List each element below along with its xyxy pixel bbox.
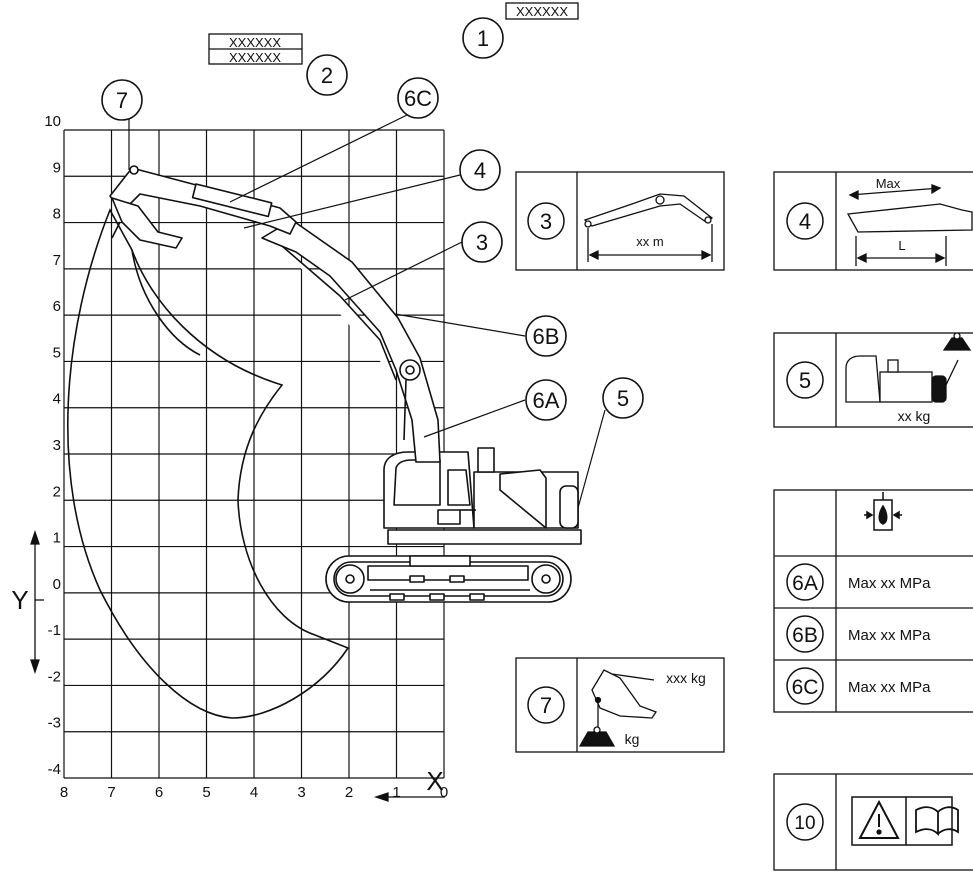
panel-6-pressure-table: 6A Max xx MPa 6B Max xx MPa 6C Max xx MP…: [773, 489, 973, 713]
svg-text:XXXXXX: XXXXXX: [229, 35, 281, 50]
svg-text:6C: 6C: [404, 86, 432, 111]
x-tick-label: 3: [297, 784, 305, 801]
svg-text:Max xx MPa: Max xx MPa: [848, 627, 931, 644]
leader-lines: [128, 114, 606, 509]
y-tick-label: 8: [53, 206, 61, 223]
pressure-row-6b: 6B Max xx MPa: [786, 615, 931, 653]
pressure-row-6c: 6C Max xx MPa: [786, 667, 931, 705]
y-tick-label: 5: [53, 344, 61, 361]
pressure-row-6a: 6A Max xx MPa: [786, 563, 931, 601]
svg-text:xx m: xx m: [636, 234, 663, 249]
panel-10-warning: 10: [773, 773, 973, 871]
boom: [261, 219, 441, 463]
y-tick-label: 6: [53, 298, 61, 315]
x-tick-label: 6: [155, 784, 163, 801]
y-axis-marker: [30, 529, 44, 675]
nameplate-1: XXXXXX: [505, 2, 579, 20]
bucket-load-icon: [578, 669, 657, 747]
svg-text:Max xx MPa: Max xx MPa: [848, 679, 931, 696]
svg-text:5: 5: [617, 386, 629, 411]
x-axis-label: X: [426, 766, 443, 796]
svg-text:XXXXXX: XXXXXX: [229, 50, 281, 65]
callout-3: 3: [461, 221, 503, 263]
svg-text:5: 5: [799, 368, 811, 393]
working-range-envelope: [67, 208, 350, 719]
y-tick-label: 10: [44, 113, 61, 130]
svg-text:6B: 6B: [533, 324, 560, 349]
y-tick-label: 2: [53, 483, 61, 500]
y-tick-label: 4: [53, 391, 61, 408]
y-tick-label: -3: [48, 715, 61, 732]
svg-text:3: 3: [476, 230, 488, 255]
callout-6c: 6C: [397, 77, 439, 119]
x-tick-label: 1: [392, 784, 400, 801]
y-tick-label: 1: [53, 530, 61, 547]
callout-6b: 6B: [525, 315, 567, 357]
x-tick-label: 7: [107, 784, 115, 801]
svg-text:6C: 6C: [792, 676, 819, 699]
manual-book-icon: [915, 806, 959, 837]
arm-icon: [846, 184, 973, 266]
reach-grid: [63, 129, 445, 779]
svg-text:6A: 6A: [792, 572, 818, 595]
svg-text:1: 1: [477, 26, 489, 51]
panel-4-arm-length: 4 Max L: [773, 171, 973, 271]
svg-text:Max: Max: [876, 176, 901, 191]
crawler-track: [325, 555, 572, 603]
panel-7-bucket-weight: 7 xxx kg kg: [515, 657, 725, 753]
svg-text:7: 7: [116, 88, 128, 113]
svg-text:kg: kg: [625, 731, 640, 747]
upper-structure: [383, 447, 582, 545]
panel-5-counterweight: 5 xx kg: [773, 332, 973, 428]
y-tick-label: 9: [53, 159, 61, 176]
svg-text:2: 2: [321, 63, 333, 88]
x-tick-label: 8: [60, 784, 68, 801]
y-axis-label: Y: [11, 585, 28, 615]
x-axis-ticks: 8 7 6 5 4 3 2 1 0: [60, 784, 448, 801]
x-tick-label: 5: [202, 784, 210, 801]
y-tick-label: 7: [53, 252, 61, 269]
callout-6a: 6A: [525, 379, 567, 421]
callout-4: 4: [459, 149, 501, 191]
svg-text:3: 3: [540, 209, 552, 234]
warning-triangle-icon: [858, 799, 900, 839]
arm: [109, 165, 297, 235]
x-tick-label: 4: [250, 784, 258, 801]
svg-text:xx kg: xx kg: [898, 408, 931, 424]
svg-text:6A: 6A: [533, 388, 560, 413]
svg-text:6B: 6B: [792, 624, 818, 647]
svg-text:xxx kg: xxx kg: [666, 670, 706, 686]
svg-text:10: 10: [794, 813, 815, 834]
svg-text:4: 4: [474, 158, 486, 183]
svg-text:XXXXXX: XXXXXX: [516, 4, 568, 19]
callout-5: 5: [602, 377, 644, 419]
boom-icon: [583, 193, 714, 262]
callout-7: 7: [101, 79, 143, 121]
x-tick-label: 0: [440, 784, 448, 801]
bucket: [111, 197, 183, 249]
panel-3-boom-length: 3 xx m: [515, 171, 725, 271]
hydraulic-pressure-icon: [864, 492, 902, 531]
y-tick-label: -1: [48, 622, 61, 639]
nameplate-2: XXXXXX XXXXXX: [208, 33, 303, 65]
x-axis-marker: [373, 792, 445, 802]
callouts: 1 2 7 6C 4 3 6B 6A 5: [101, 17, 644, 421]
svg-text:L: L: [898, 238, 905, 253]
y-tick-label: 0: [53, 576, 61, 593]
x-tick-label: 2: [345, 784, 353, 801]
excavator-drawing: [109, 165, 582, 603]
svg-text:Max xx MPa: Max xx MPa: [848, 575, 931, 592]
callout-2: 2: [306, 54, 348, 96]
y-tick-label: -4: [48, 761, 61, 778]
y-tick-label: 3: [53, 437, 61, 454]
callout-1: 1: [462, 17, 504, 59]
machine-weight-icon: [845, 332, 972, 403]
svg-text:4: 4: [799, 209, 811, 234]
svg-text:7: 7: [540, 693, 552, 718]
y-tick-label: -2: [48, 668, 61, 685]
